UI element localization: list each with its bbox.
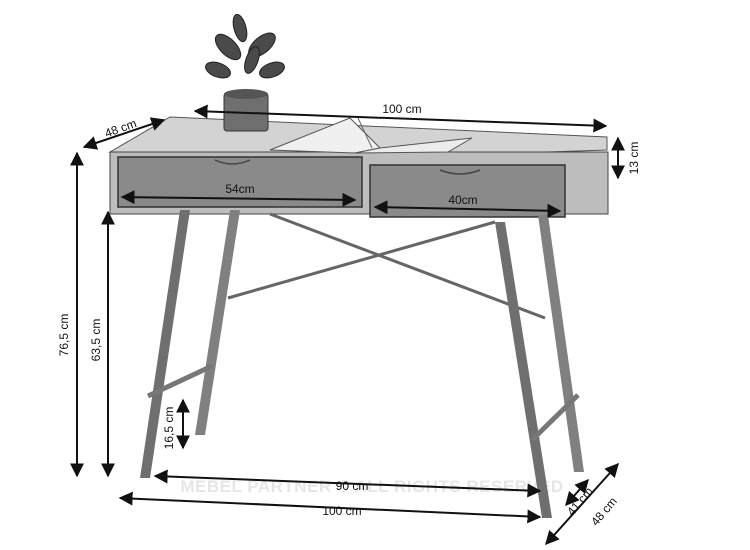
left-drawer-handle — [214, 159, 251, 165]
front-left-leg — [140, 210, 190, 478]
left-drawer-width-label: 54cm — [225, 182, 254, 196]
base-depth-label: 48 cm — [588, 494, 620, 528]
back-right-leg — [538, 215, 584, 472]
top-depth-line — [82, 117, 166, 150]
cross-brace — [227, 220, 496, 300]
inner-leg-span-label: 90 cm — [336, 479, 369, 493]
inner-leg-span-line — [153, 469, 542, 498]
drawer-height-label: 13 cm — [627, 142, 641, 175]
right-drawer-width-label: 40cm — [448, 193, 477, 207]
base-width-label: 100 cm — [322, 504, 361, 518]
clearance-height-label: 63,5 cm — [89, 319, 103, 362]
top-width-label: 100 cm — [382, 102, 421, 116]
cross-brace — [269, 212, 546, 320]
right-foot-bar — [530, 393, 580, 442]
front-right-leg — [495, 222, 552, 518]
back-left-leg — [195, 210, 240, 435]
base-width-line — [118, 491, 542, 524]
total-height-label: 76,5 cm — [57, 314, 71, 357]
top-width-line — [193, 104, 608, 133]
plant-leaves — [205, 13, 285, 79]
right-drawer-handle — [439, 169, 481, 175]
left-foot-bar — [146, 363, 214, 399]
base-depth-line — [545, 462, 619, 546]
top-depth-label: 48 cm — [103, 116, 139, 140]
right-drawer-width-line — [373, 200, 562, 218]
foot-bar-height-label: 16,5 cm — [162, 407, 176, 450]
left-drawer-width-line — [120, 190, 357, 207]
